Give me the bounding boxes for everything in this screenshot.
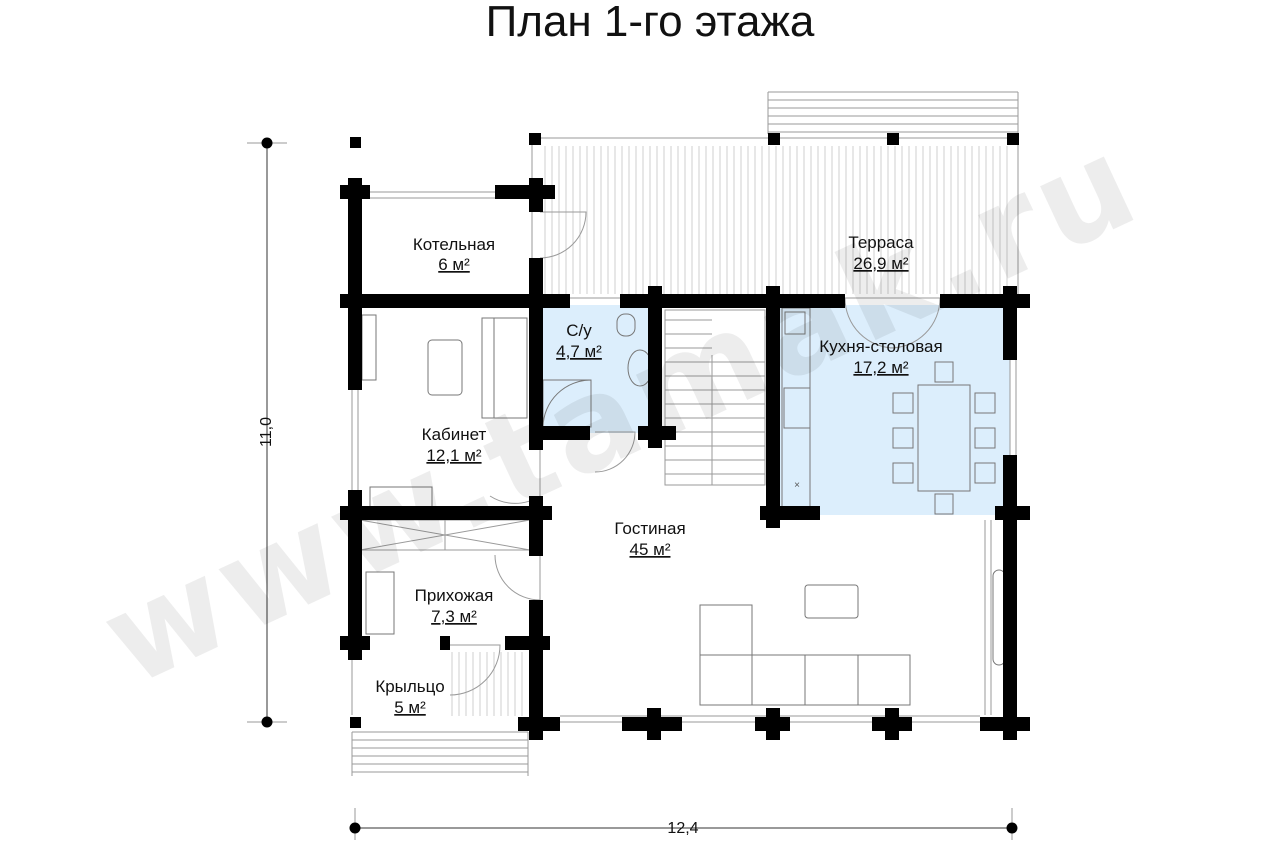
room-porch-area: 5 м²	[394, 698, 426, 717]
width-dimension-label: 12,4	[667, 820, 698, 837]
room-living-name: Гостиная	[614, 519, 685, 538]
room-boiler-name: Котельная	[413, 235, 495, 254]
porch-steps	[351, 731, 529, 776]
plan-title: План 1-го этажа	[486, 0, 815, 46]
room-boiler-area: 6 м²	[438, 255, 470, 274]
room-kitchen-area: 17,2 м²	[853, 358, 908, 377]
room-terrace-area: 26,9 м²	[853, 254, 908, 273]
room-kitchen-name: Кухня-столовая	[819, 337, 942, 356]
height-dimension-label: 11,0	[258, 417, 275, 447]
terrace-decking	[544, 146, 1008, 294]
room-office-area: 12,1 м²	[426, 446, 481, 465]
room-office-name: Кабинет	[422, 425, 487, 444]
room-porch-name: Крыльцо	[375, 677, 444, 696]
kitchen-fill	[778, 305, 1010, 515]
room-bathroom-name: С/у	[566, 321, 592, 340]
room-terrace-name: Терраса	[848, 233, 914, 252]
room-bathroom-area: 4,7 м²	[556, 342, 602, 361]
width-dimension	[349, 808, 1018, 840]
height-dimension	[247, 137, 287, 728]
svg-text:×: ×	[794, 480, 800, 491]
terrace-steps	[767, 91, 1019, 134]
bathroom-fill	[540, 305, 652, 433]
furniture: ×	[361, 307, 1006, 706]
walls	[340, 133, 1030, 740]
room-hall-area: 7,3 м²	[431, 607, 477, 626]
room-hall-name: Прихожая	[415, 586, 494, 605]
room-living-area: 45 м²	[630, 540, 671, 559]
porch-decking	[451, 652, 523, 716]
